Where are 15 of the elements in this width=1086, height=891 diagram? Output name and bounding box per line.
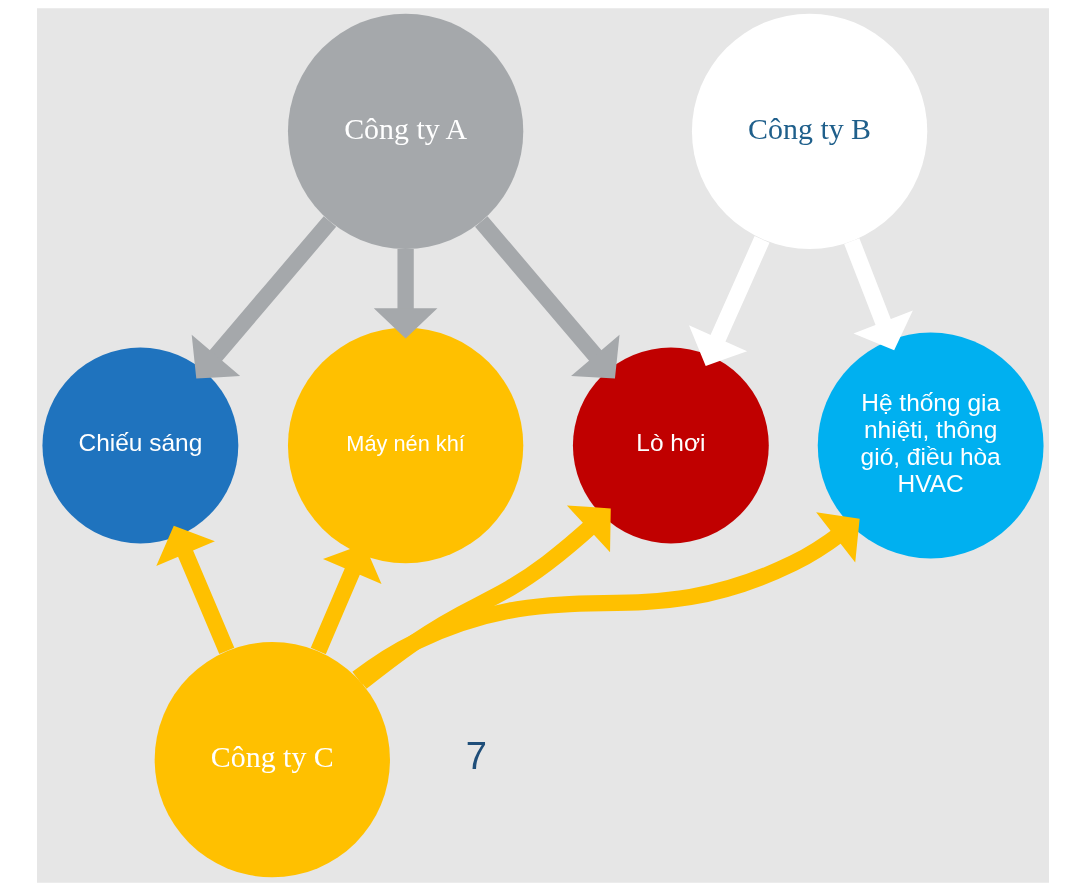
node-circle: Công ty A bbox=[287, 13, 524, 249]
node-circle: Hệ thống gia nhiệti, thông gió, điều hòa HVAC bbox=[817, 332, 1044, 559]
node-circle: Máy nén khí bbox=[287, 327, 524, 564]
arrow bbox=[688, 236, 770, 366]
arrow bbox=[352, 512, 860, 685]
arrow bbox=[475, 216, 620, 379]
node-circle: Công ty C bbox=[154, 642, 390, 878]
arrow bbox=[844, 238, 913, 351]
arrow bbox=[156, 525, 235, 655]
arrow bbox=[373, 249, 438, 339]
node-circle: Công ty B bbox=[691, 13, 928, 249]
label: 7 bbox=[465, 735, 487, 778]
node-circle: Lò hơi bbox=[572, 347, 769, 544]
node-circle: Chiếu sáng bbox=[42, 347, 239, 544]
arrow bbox=[191, 216, 337, 379]
